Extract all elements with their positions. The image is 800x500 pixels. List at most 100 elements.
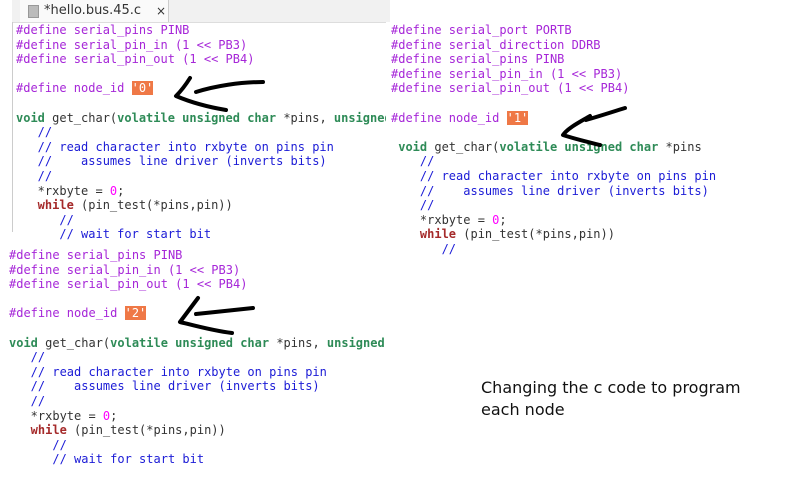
code-token: #define serial_port PORTB — [391, 23, 572, 37]
code-token: get_char( — [427, 139, 500, 154]
code-token: // read character into rxbyte on pins pi… — [391, 169, 717, 183]
code-token: void — [16, 110, 45, 125]
code-token: #define serial_pins PINB — [16, 23, 190, 37]
code-line: #define serial_pins PINB — [16, 23, 189, 38]
code-line: // — [391, 154, 434, 169]
code-line: #define node_id '2' — [9, 306, 147, 321]
code-token: // — [16, 212, 74, 227]
code-token: #define serial_pins PINB — [391, 52, 565, 67]
editor-border — [12, 22, 13, 232]
code-token: // assumes line driver (inverts bits) — [9, 379, 320, 394]
code-line: // — [9, 394, 45, 409]
code-line: // read character into rxbyte on pins pi… — [16, 140, 334, 155]
code-token: void — [391, 139, 428, 154]
code-line: void get_char(volatile unsigned char *pi… — [16, 111, 390, 126]
code-line: #define serial_pins PINB — [9, 248, 182, 263]
code-token: ; — [499, 212, 507, 227]
code-token: #define serial_pin_out (1 << PB4) — [9, 277, 248, 292]
code-line: // assumes line driver (inverts bits) — [391, 184, 709, 199]
code-line: #define serial_pin_in (1 << PB3) — [391, 67, 622, 82]
code-line: while (pin_test(*pins,pin)) — [9, 423, 226, 438]
caption-text: Changing the c code to program each node — [481, 378, 741, 419]
code-line: // wait for start bit — [9, 452, 204, 467]
code-token: // — [9, 394, 46, 408]
code-token: #define serial_pin_in (1 << PB3) — [391, 66, 623, 81]
code-token: #define node_id — [16, 81, 132, 96]
code-token: volatile unsigned char — [499, 139, 659, 154]
code-token: *rxbyte = — [391, 212, 493, 227]
code-line: #define serial_pin_in (1 << PB3) — [9, 263, 240, 278]
code-line: // read character into rxbyte on pins pi… — [9, 365, 327, 380]
code-snippet-node-1: #define serial_port PORTB#define serial_… — [386, 22, 726, 262]
code-line: #define serial_pin_out (1 << PB4) — [391, 81, 629, 96]
code-token: *rxbyte = — [16, 183, 110, 198]
code-token: #define serial_pin_in (1 << PB3) — [16, 37, 248, 52]
code-token: get_char( — [44, 110, 118, 125]
code-token: // — [16, 169, 53, 183]
code-token: #define serial_direction DDRB — [391, 37, 601, 52]
code-line: while (pin_test(*pins,pin)) — [391, 227, 615, 242]
code-token: get_char( — [37, 335, 111, 350]
code-token: unsigned — [333, 110, 390, 125]
code-token: volatile unsigned char — [110, 335, 270, 350]
code-token: void — [9, 335, 38, 350]
code-line: #define serial_pin_out (1 << PB4) — [16, 52, 254, 67]
editor-window-node-0: *hello.bus.45.c × #define serial_pins PI… — [0, 0, 390, 240]
code-snippet-node-2: #define serial_pins PINB#define serial_p… — [0, 240, 398, 480]
arrow-node-2 — [178, 296, 255, 335]
code-line: // assumes line driver (inverts bits) — [9, 379, 320, 394]
code-token: (pin_test(*pins,pin)) — [73, 198, 233, 213]
code-token: #define serial_pin_out (1 << PB4) — [16, 52, 255, 67]
code-token: *pins, — [269, 335, 327, 350]
code-token: ; — [117, 183, 125, 198]
code-line: void get_char(volatile unsigned char *pi… — [391, 139, 701, 155]
code-line: void get_char(volatile unsigned char *pi… — [9, 336, 385, 351]
code-line: while (pin_test(*pins,pin)) — [16, 198, 233, 213]
code-token: ; — [110, 408, 118, 423]
arrow-node-1 — [561, 106, 627, 147]
code-token: unsigned — [326, 335, 385, 350]
code-line: // wait for start bit — [16, 227, 211, 240]
code-token: // assumes line driver (inverts bits) — [391, 183, 709, 198]
node-id-value: '1' — [506, 110, 529, 125]
code-line: // — [9, 437, 67, 453]
code-token: 0 — [492, 212, 500, 227]
code-line: *rxbyte = 0; — [9, 408, 118, 424]
code-token: #define serial_pin_in (1 << PB3) — [9, 262, 241, 277]
code-line: #define serial_port PORTB — [391, 23, 572, 38]
file-icon — [28, 5, 39, 18]
node-id-value: '0' — [131, 81, 154, 96]
code-line: #define node_id '0' — [16, 81, 154, 96]
code-line: // — [16, 212, 74, 228]
code-line: // — [9, 350, 45, 365]
code-token: 0 — [102, 408, 111, 423]
code-token: // — [9, 350, 46, 365]
code-token: // — [16, 125, 53, 140]
code-line: #define serial_pin_in (1 << PB3) — [16, 38, 247, 53]
code-token: // read character into rxbyte on pins pi… — [16, 139, 334, 154]
code-line: // assumes line driver (inverts bits) — [16, 154, 327, 169]
code-token: // — [9, 437, 67, 452]
code-line: *rxbyte = 0; — [16, 183, 125, 199]
code-line: *rxbyte = 0; — [391, 213, 507, 228]
code-token: 0 — [109, 183, 118, 198]
tab-title: *hello.bus.45.c — [44, 3, 142, 18]
code-line: // — [391, 242, 456, 257]
code-token: #define node_id — [9, 306, 125, 321]
code-token: *rxbyte = — [9, 408, 103, 423]
code-line: // — [16, 169, 52, 184]
tab-bar: *hello.bus.45.c × — [12, 0, 390, 23]
node-id-value: '2' — [124, 306, 147, 321]
code-line: #define node_id '1' — [391, 110, 529, 126]
code-line: // — [16, 125, 52, 140]
code-token: // — [391, 154, 435, 169]
file-tab[interactable]: *hello.bus.45.c × — [20, 0, 169, 22]
code-line: #define serial_direction DDRB — [391, 38, 601, 53]
code-token: while — [9, 423, 67, 438]
code-token: #define node_id — [391, 110, 507, 125]
code-line: // read character into rxbyte on pins pi… — [391, 169, 716, 184]
close-icon[interactable]: × — [156, 4, 167, 18]
code-token: // wait for start bit — [9, 452, 205, 467]
code-token: volatile unsigned char — [117, 110, 277, 125]
code-token: // read character into rxbyte on pins pi… — [9, 364, 327, 379]
